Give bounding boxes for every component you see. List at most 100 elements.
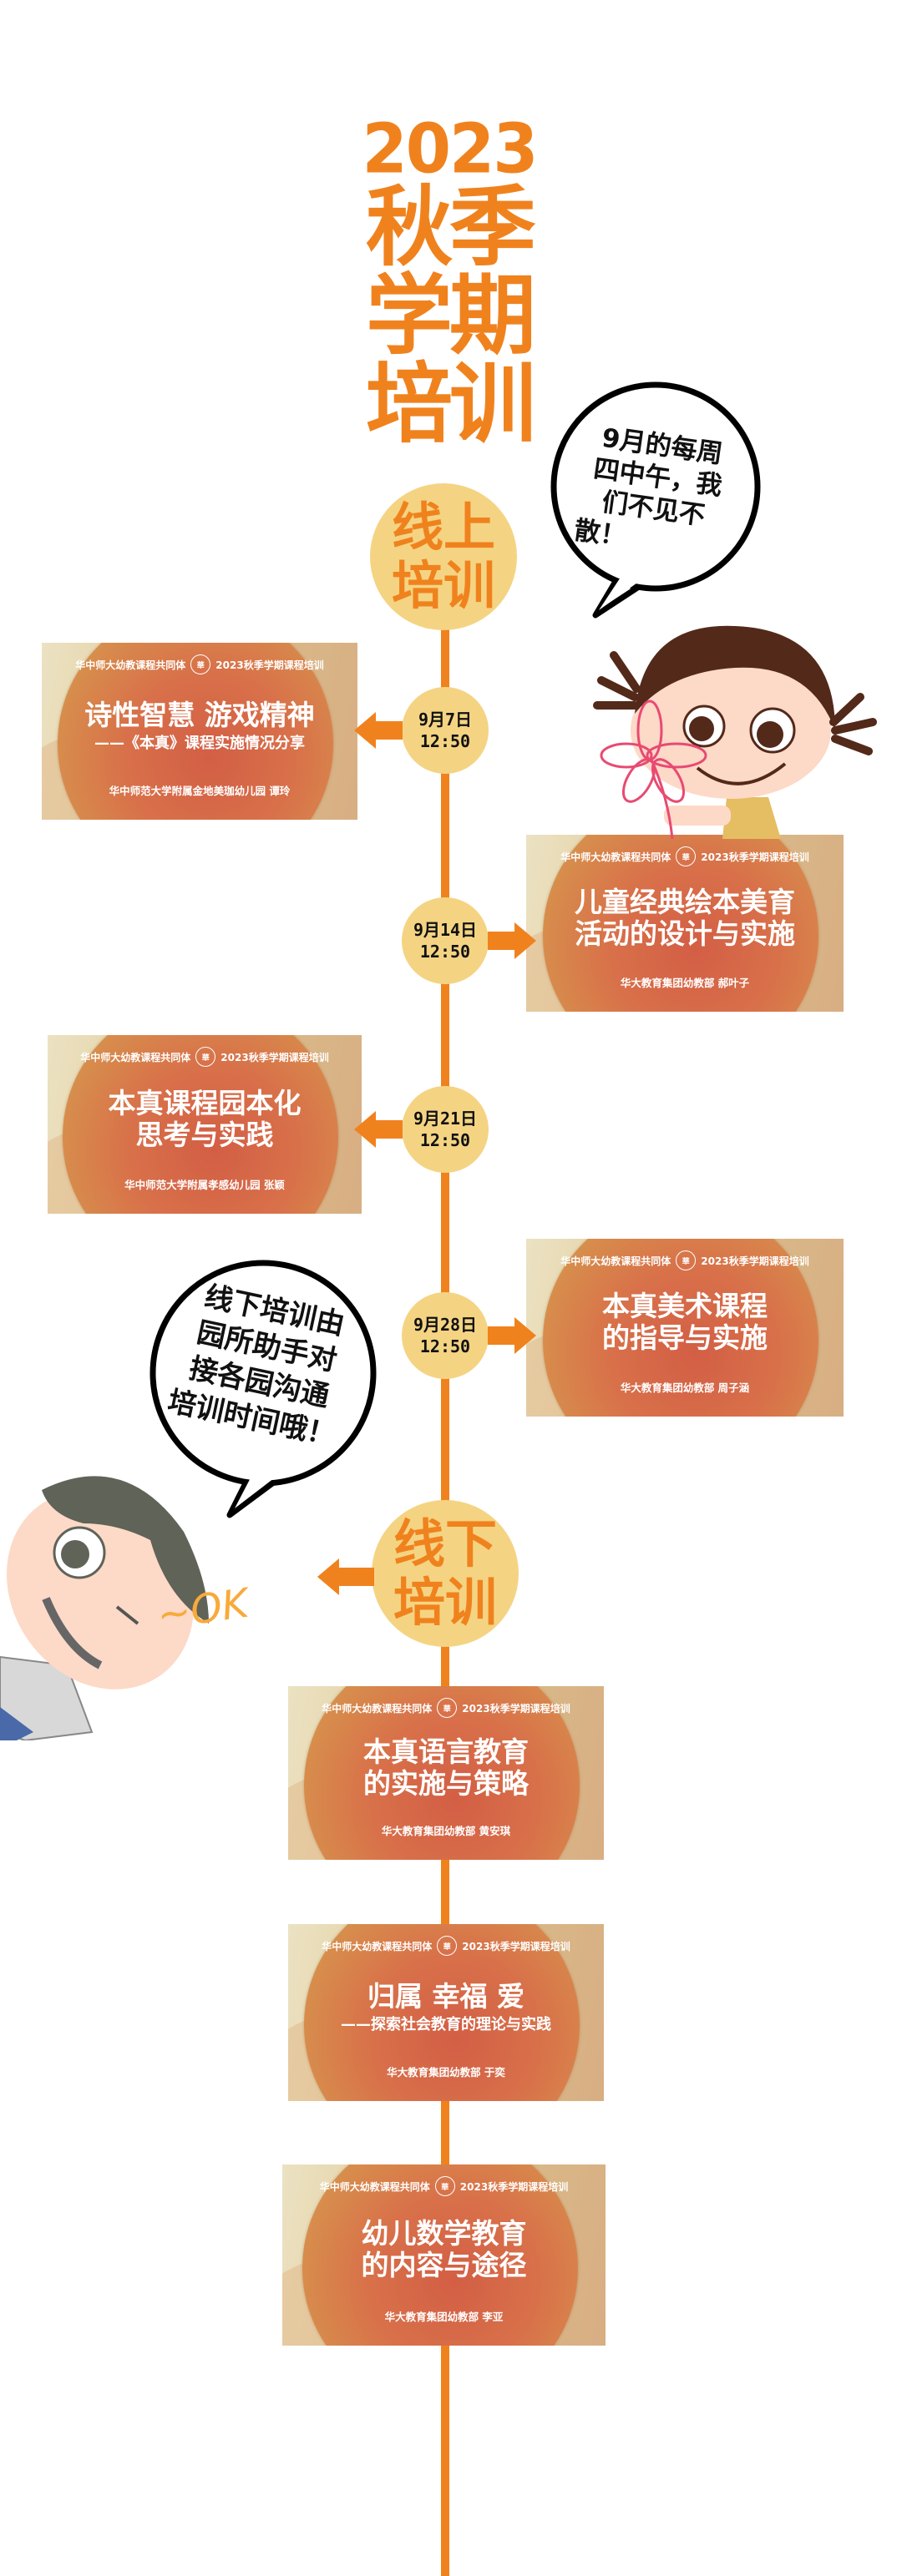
boy-illustration: ~OK (0, 1457, 284, 1742)
card-header-program: 2023秋季学期课程培训 (220, 1051, 329, 1063)
title-year: 2023 (362, 109, 538, 189)
card-header-org: 华中师大幼教课程共同体 (560, 851, 671, 863)
card-title-line: 本真美术课程 (602, 1290, 768, 1322)
title-line: 培训 (365, 353, 536, 455)
card-presenter: 华大教育集团幼教部 周子涵 (620, 1381, 750, 1394)
title-line: 学期 (365, 265, 536, 366)
card-title-line: 归属 幸福 爱 (367, 1979, 524, 2013)
speech-bubble-shape (550, 381, 761, 619)
badge-date: 9月28日 (413, 1315, 478, 1335)
arrow-right-icon (488, 1317, 536, 1354)
badge-date: 9月21日 (413, 1109, 478, 1129)
card-presenter: 华大教育集团幼教部 黄安琪 (381, 1825, 511, 1837)
card-header-org: 华中师大幼教课程共同体 (80, 1051, 191, 1063)
university-seal-icon: 華 (676, 1250, 697, 1270)
arrow-left-icon (354, 712, 403, 749)
university-seal-icon: 華 (195, 1047, 216, 1067)
university-seal-icon: 華 (190, 654, 211, 674)
offline-training-hub: 线下 培训 (372, 1500, 519, 1647)
page-title: 2023 秋季 学期 培训 (357, 109, 541, 455)
university-seal-icon: 華 (437, 1936, 458, 1956)
card-title-line: 思考与实践 (135, 1118, 274, 1151)
card-header: 华中师大幼教课程共同体華 2023秋季学期课程培训 (322, 1936, 570, 1956)
card-title-block: 本真课程园本化思考与实践 (109, 1062, 302, 1176)
card-title-line: 幼儿数学教育 (361, 2217, 527, 2250)
card-header: 华中师大幼教课程共同体華 2023秋季学期课程培训 (80, 1047, 329, 1067)
university-seal-icon: 華 (437, 1698, 458, 1718)
hub-label: 线下 (393, 1513, 497, 1574)
card-header-org: 华中师大幼教课程共同体 (560, 1255, 671, 1267)
card-title-line: 活动的设计与实施 (575, 917, 795, 950)
badge-time: 12:50 (419, 731, 471, 751)
hub-label: 培训 (393, 1572, 497, 1633)
card-title-block: 儿童经典绘本美育活动的设计与实施 (575, 861, 795, 974)
badge-time: 12:50 (419, 1130, 471, 1150)
card-subtitle: ——探索社会教育的理论与实践 (341, 2015, 551, 2033)
card-subtitle: ——《本真》课程实施情况分享 (94, 734, 305, 752)
girl-illustration (585, 605, 894, 840)
university-seal-icon: 華 (434, 2176, 455, 2196)
card-header-program: 2023秋季学期课程培训 (459, 2180, 569, 2193)
card-header-program: 2023秋季学期课程培训 (215, 659, 324, 671)
card-presenter: 华大教育集团幼教部 李亚 (384, 2311, 504, 2323)
card-presenter: 华中师范大学附属金地美珈幼儿园 谭玲 (109, 785, 291, 797)
badge-date: 9月14日 (413, 920, 478, 940)
arrow-left-icon (317, 1558, 374, 1595)
card-title-line: 的实施与策略 (363, 1766, 529, 1800)
title-line: 秋季 (365, 176, 536, 278)
speech-bubble-shape (149, 1260, 377, 1518)
card-header-org: 华中师大幼教课程共同体 (322, 1940, 433, 1952)
card-title-line: 的指导与实施 (602, 1321, 768, 1354)
card-header-program: 2023秋季学期课程培训 (701, 851, 809, 863)
card-title-block: 本真语言教育的实施与策略 (363, 1713, 529, 1822)
card-header-org: 华中师大幼教课程共同体 (319, 2180, 430, 2193)
arrow-right-icon (488, 922, 536, 959)
boy-character-icon (0, 1476, 209, 1742)
card-title-block: 归属 幸福 爱 ——探索社会教育的理论与实践 (341, 1951, 551, 2063)
badge-time: 12:50 (419, 1336, 471, 1356)
arrow-left-icon (354, 1111, 403, 1148)
card-title-block: 本真美术课程的指导与实施 (602, 1265, 768, 1379)
card-title-line: 的内容与途径 (361, 2249, 527, 2281)
card-presenter: 华中师范大学附属孝感幼儿园 张颖 (124, 1179, 285, 1191)
card-presenter: 华大教育集团幼教部 郝叶子 (620, 977, 750, 989)
card-title-line: 儿童经典绘本美育 (575, 885, 795, 918)
badge-date: 9月7日 (418, 710, 473, 730)
university-seal-icon: 華 (676, 846, 697, 866)
card-title-line: 诗性智慧 游戏精神 (84, 698, 315, 731)
girl-character-icon (593, 625, 877, 840)
card-header-program: 2023秋季学期课程培训 (462, 1702, 570, 1715)
speech-bubble-boy: 线下培训由 园所助手对 接各园沟通 培训时间哦！ (146, 1256, 380, 1518)
card-presenter: 华大教育集团幼教部 于奕 (387, 2066, 505, 2078)
session-card[interactable]: 华中师大幼教课程共同体華 2023秋季学期课程培训归属 幸福 爱 ——探索社会教育的… (288, 1924, 604, 2101)
card-header: 华中师大幼教课程共同体華 2023秋季学期课程培训 (322, 1698, 570, 1718)
card-header-program: 2023秋季学期课程培训 (462, 1940, 570, 1952)
card-title-line: 本真课程园本化 (108, 1086, 302, 1119)
card-title-block: 幼儿数学教育的内容与途径 (362, 2191, 527, 2308)
badge-time: 12:50 (419, 942, 471, 962)
hub-label: 培训 (391, 555, 495, 616)
card-title-line: 本真语言教育 (363, 1735, 529, 1768)
card-title-block: 诗性智慧 游戏精神 ——《本真》课程实施情况分享 (84, 669, 315, 782)
hub-label: 线上 (391, 497, 495, 558)
card-header-org: 华中师大幼教课程共同体 (322, 1702, 433, 1715)
card-header: 华中师大幼教课程共同体華 2023秋季学期课程培训 (320, 2176, 568, 2196)
